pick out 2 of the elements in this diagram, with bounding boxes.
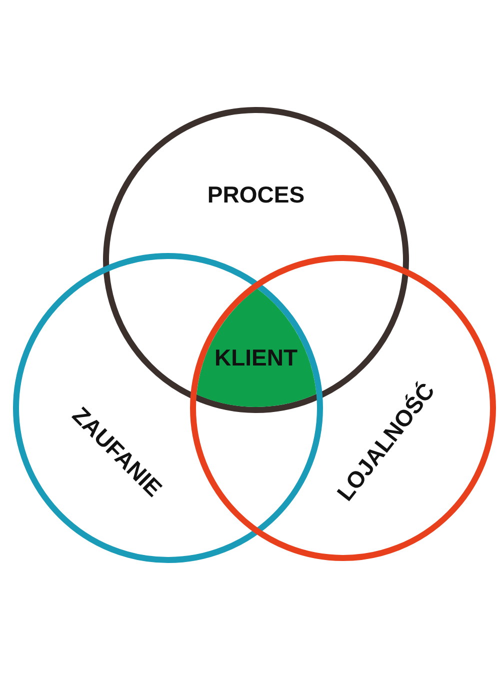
circle-label: PROCES [207,182,305,208]
overlap-label: KLIENT [214,344,298,372]
